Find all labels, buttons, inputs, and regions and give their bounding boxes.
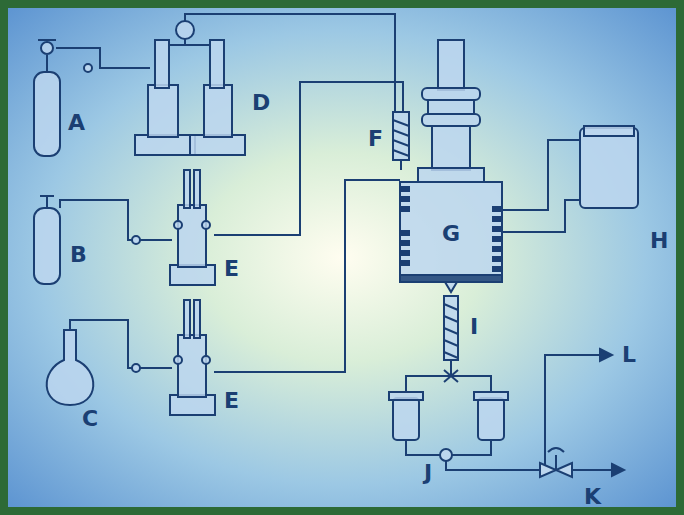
condenser-tube [444,296,458,360]
reactor-head [418,40,484,182]
part-letter: J [424,462,432,484]
gas-lines [56,14,612,470]
background-panel [8,8,676,507]
part-letter: H [650,230,668,252]
part-letter: G [442,223,460,245]
heater-windings [400,186,502,272]
part-letter: C [82,408,98,430]
flow-controller [170,170,215,285]
part-letter: I [470,316,478,338]
cold-traps [389,392,508,440]
temperature-controller [580,126,638,208]
part-letter: A [68,112,85,134]
part-letter: E [224,258,239,280]
preheater-coil [393,112,409,160]
part-letter: L [622,344,636,366]
part-letter: K [584,486,601,508]
valves-and-arrowheads [440,349,624,477]
reactor-node: G [412,212,490,256]
reactor-vessel [400,182,502,292]
gas-cylinder [34,40,60,156]
gas-cylinder [34,196,60,284]
purifier-columns [135,21,245,155]
part-letter: F [368,128,383,150]
part-letter: E [224,390,239,412]
flow-controller [170,300,215,415]
liquid-flask [47,330,94,405]
part-letter: D [252,92,270,114]
part-letter: B [70,244,87,266]
